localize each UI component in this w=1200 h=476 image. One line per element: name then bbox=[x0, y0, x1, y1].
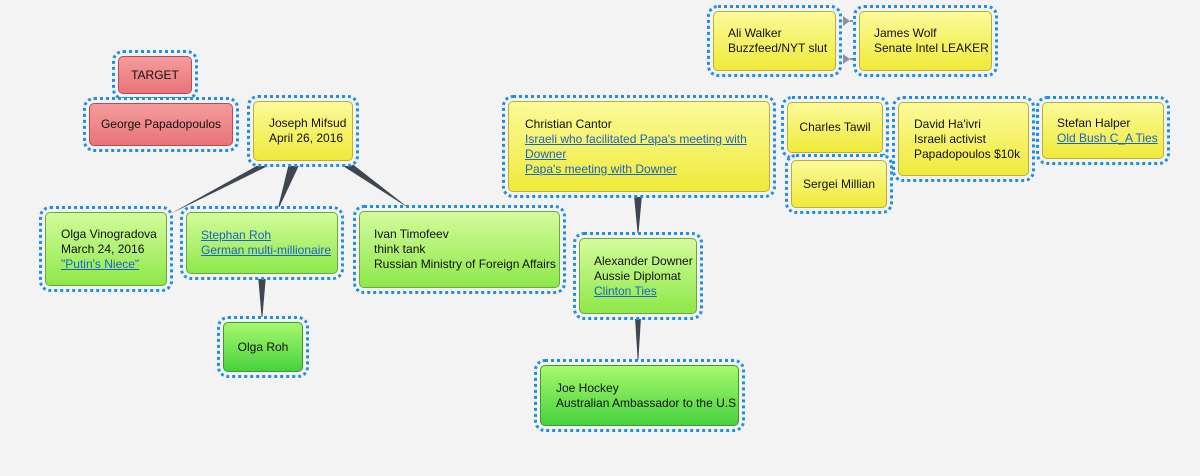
node-target[interactable]: TARGET bbox=[112, 50, 198, 100]
node-ivan-timofeev[interactable]: Ivan Timofeev think tank Russian Ministr… bbox=[353, 205, 566, 294]
edge-walker-wolf bbox=[838, 16, 856, 64]
node-papadopoulos-label: George Papadopoulos bbox=[100, 117, 222, 131]
node-alexander-downer[interactable]: Alexander Downer Aussie Diplomat Clinton… bbox=[573, 232, 703, 320]
downer-role: Aussie Diplomat bbox=[594, 268, 681, 283]
hockey-name: Joe Hockey bbox=[556, 380, 619, 395]
timofeev-line3: Russian Ministry of Foreign Affairs bbox=[374, 257, 556, 271]
node-target-label: TARGET bbox=[131, 67, 179, 82]
mifsud-name: Joseph Mifsud bbox=[269, 116, 347, 130]
tawil-label: Charles Tawil bbox=[799, 120, 871, 134]
wolf-name: James Wolf bbox=[874, 26, 937, 40]
node-ali-walker[interactable]: Ali Walker Buzzfeed/NYT slut bbox=[707, 5, 842, 77]
olga-roh-label: Olga Roh bbox=[237, 339, 289, 354]
haivri-name: David Ha'ivri bbox=[914, 116, 981, 131]
edge-mifsud-timofeev bbox=[332, 159, 410, 209]
halper-name: Stefan Halper bbox=[1057, 115, 1131, 130]
node-sergei-millian[interactable]: Sergei Millian bbox=[785, 154, 893, 214]
node-olga-roh[interactable]: Olga Roh bbox=[217, 316, 309, 378]
cantor-name: Christian Cantor bbox=[525, 116, 612, 131]
node-joseph-mifsud[interactable]: Joseph Mifsud April 26, 2016 bbox=[247, 95, 359, 167]
vinogradova-name: Olga Vinogradova bbox=[61, 226, 157, 241]
downer-name: Alexander Downer bbox=[594, 253, 693, 268]
walker-desc: Buzzfeed/NYT slut bbox=[728, 41, 828, 55]
node-george-papadopoulos[interactable]: George Papadopoulos bbox=[83, 97, 239, 152]
edge-downer-hockey bbox=[635, 317, 641, 366]
mifsud-date: April 26, 2016 bbox=[269, 131, 344, 145]
timofeev-line2: think tank bbox=[374, 242, 426, 256]
vinogradova-link[interactable]: "Putin's Niece" bbox=[61, 256, 140, 271]
walker-name: Ali Walker bbox=[728, 26, 782, 40]
edge-mifsud-vinogradova bbox=[170, 163, 274, 214]
halper-link[interactable]: Old Bush C_A Ties bbox=[1057, 130, 1158, 145]
node-christian-cantor[interactable]: Christian Cantor Israeli who facilitated… bbox=[502, 95, 776, 198]
wolf-desc: Senate Intel LEAKER bbox=[874, 41, 989, 55]
haivri-desc: Israeli activist bbox=[914, 131, 987, 146]
vinogradova-date: March 24, 2016 bbox=[61, 241, 145, 256]
edge-mifsud-roh bbox=[277, 159, 302, 212]
timofeev-name: Ivan Timofeev bbox=[374, 227, 449, 241]
node-charles-tawil[interactable]: Charles Tawil bbox=[781, 96, 889, 159]
cantor-link2[interactable]: Papa's meeting with Downer bbox=[525, 161, 677, 176]
node-olga-vinogradova[interactable]: Olga Vinogradova March 24, 2016 "Putin's… bbox=[39, 206, 173, 292]
hockey-role: Australian Ambassador to the U.S bbox=[556, 395, 737, 410]
node-stefan-halper[interactable]: Stefan Halper Old Bush C_A Ties bbox=[1036, 96, 1170, 165]
node-joe-hockey[interactable]: Joe Hockey Australian Ambassador to the … bbox=[534, 359, 745, 432]
roh-name-link[interactable]: Stephan Roh bbox=[201, 228, 272, 242]
haivri-amount: Papadopoulos $10k bbox=[914, 146, 1021, 161]
edge-cantor-downer bbox=[634, 195, 642, 238]
downer-link[interactable]: Clinton Ties bbox=[594, 283, 657, 298]
roh-desc-link[interactable]: German multi-millionaire bbox=[201, 243, 332, 257]
edge-roh-olgaroh bbox=[258, 275, 266, 322]
node-david-haivri[interactable]: David Ha'ivri Israeli activist Papadopou… bbox=[892, 96, 1035, 182]
node-stephan-roh[interactable]: Stephan Roh German multi-millionaire bbox=[180, 206, 344, 280]
node-james-wolf[interactable]: James Wolf Senate Intel LEAKER bbox=[853, 5, 998, 77]
millian-label: Sergei Millian bbox=[802, 176, 876, 191]
cantor-link1[interactable]: Israeli who facilitated Papa's meeting w… bbox=[525, 131, 747, 161]
